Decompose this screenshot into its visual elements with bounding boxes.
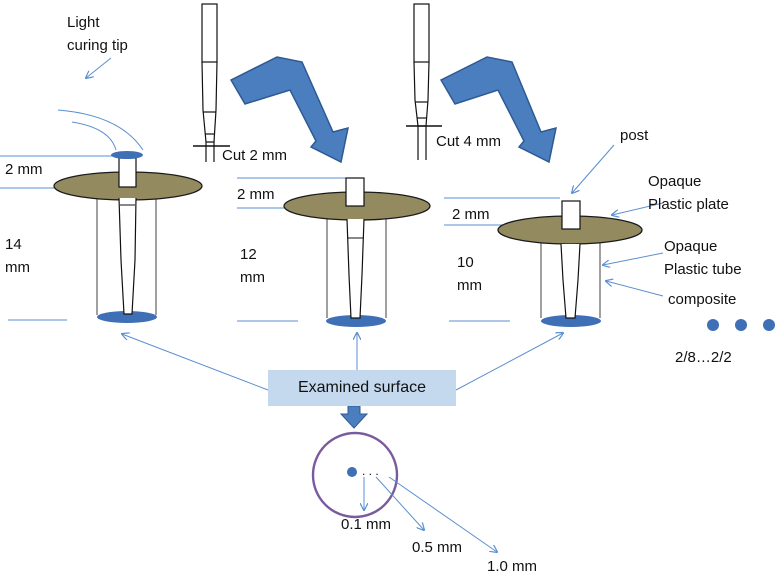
- light-curing-tip-illustration: [57, 57, 144, 151]
- opaque-plastic-plate-label-2: Plastic plate: [648, 196, 729, 213]
- post-label: post: [620, 127, 649, 144]
- specimen-2-height-label-1: 12: [240, 246, 257, 263]
- annotation-leaders: [122, 144, 664, 391]
- dots-range-label: 2/8…2/2: [675, 349, 732, 366]
- opaque-plastic-tube-label-1: Opaque: [664, 238, 718, 255]
- cutting-tool-2: [406, 3, 442, 160]
- distance-1-0-label: 1.0 mm: [487, 558, 538, 575]
- specimen-1: [0, 151, 203, 323]
- specimen-1-height-label-1: 14: [5, 236, 22, 253]
- specimen-2-top-label: 2 mm: [237, 186, 275, 203]
- down-arrow: [339, 405, 369, 429]
- examined-surface-label: Examined surface: [268, 370, 456, 406]
- specimen-3-top-label: 2 mm: [452, 206, 490, 223]
- specimen-2-height-label-2: mm: [240, 269, 265, 286]
- specimen-1-height-label-2: mm: [5, 259, 30, 276]
- examined-surface-circle: [311, 431, 497, 552]
- specimen-3-height-label-1: 10: [457, 254, 474, 271]
- distance-0-1-label: 0.1 mm: [341, 516, 392, 533]
- specimen-3-height-label-2: mm: [457, 277, 482, 294]
- cut-2mm-label: Cut 2 mm: [222, 147, 288, 164]
- opaque-plastic-tube-label-2: Plastic tube: [664, 261, 742, 278]
- big-arrow-2: [439, 56, 557, 164]
- cutting-tool-1: [193, 3, 230, 162]
- big-arrow-1: [229, 56, 349, 164]
- composite-label: composite: [668, 291, 737, 308]
- cut-4mm-label: Cut 4 mm: [436, 133, 502, 150]
- opaque-plastic-plate-label-1: Opaque: [648, 173, 702, 190]
- light-curing-tip-label-1: Light: [67, 14, 100, 31]
- light-curing-tip-label-2: curing tip: [67, 37, 128, 54]
- small-dots-label: . . .: [362, 464, 379, 478]
- three-dots: [707, 319, 775, 331]
- distance-0-5-label: 0.5 mm: [412, 539, 463, 556]
- specimen-2: [237, 177, 431, 327]
- specimen-3: [444, 197, 643, 327]
- specimen-1-top-label: 2 mm: [5, 161, 43, 178]
